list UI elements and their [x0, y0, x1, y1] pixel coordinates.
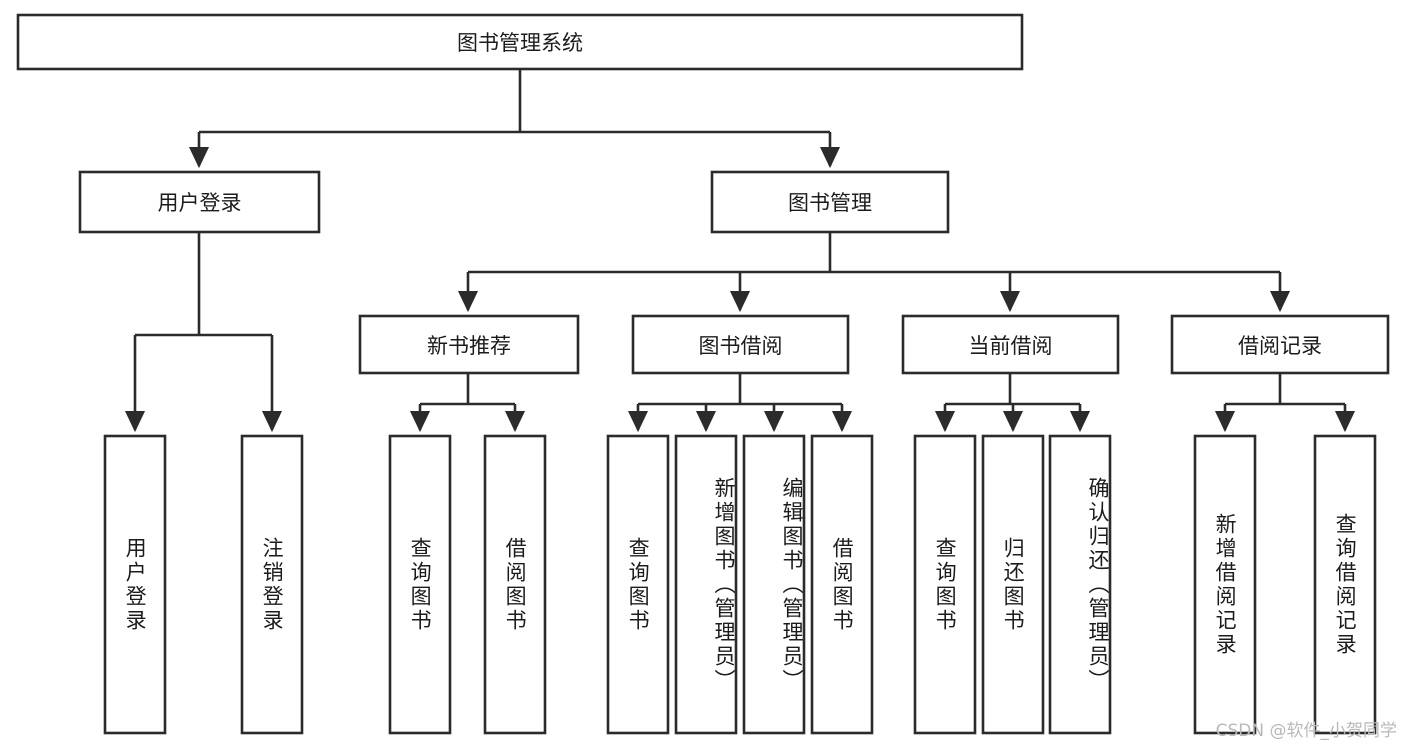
leaf-box-logout[interactable] — [240, 434, 304, 735]
leaf-box-bb-borrow[interactable] — [810, 434, 874, 735]
leaf-box-cb-return[interactable] — [981, 434, 1045, 735]
leaf-box-br-query[interactable] — [1313, 434, 1377, 735]
leaf-box-cb-query[interactable] — [913, 434, 977, 735]
leaf-box-nb-query[interactable] — [388, 434, 452, 735]
node-user-login-box[interactable] — [78, 170, 321, 234]
leaf-box-bb-add[interactable] — [674, 434, 738, 735]
leaf-box-bb-edit[interactable] — [742, 434, 806, 735]
node-borrow-record-box[interactable] — [1170, 314, 1390, 375]
node-current-borrow-box[interactable] — [901, 314, 1120, 375]
leaf-box-bb-query[interactable] — [606, 434, 670, 735]
leaf-box-nb-borrow[interactable] — [483, 434, 547, 735]
node-book-borrow-box[interactable] — [631, 314, 850, 375]
leaf-box-user-login[interactable] — [103, 434, 167, 735]
node-root-box[interactable] — [16, 13, 1024, 71]
leaf-box-br-add[interactable] — [1193, 434, 1257, 735]
node-new-book-box[interactable] — [358, 314, 580, 375]
node-book-manage-box[interactable] — [710, 170, 950, 234]
leaf-box-cb-confirm[interactable] — [1048, 434, 1112, 735]
